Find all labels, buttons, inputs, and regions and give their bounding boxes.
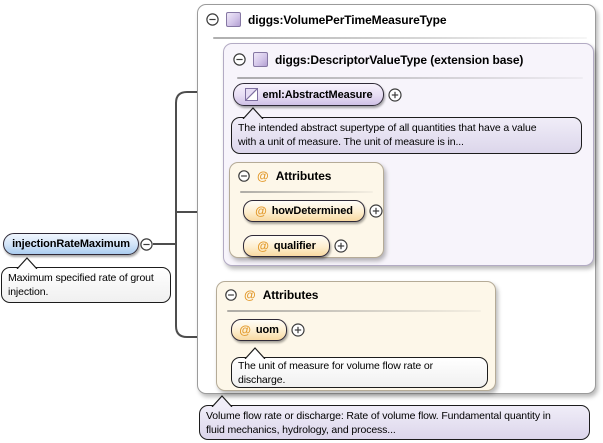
- abstract-measure-label: eml:AbstractMeasure: [262, 88, 373, 101]
- expand-icon[interactable]: [291, 323, 305, 337]
- description-line: The intended abstract supertype of all q…: [238, 122, 537, 134]
- attribute-label: uom: [255, 324, 279, 336]
- at-symbol: @: [244, 288, 256, 302]
- attributes-title: Attributes: [275, 169, 332, 183]
- abstract-measure-description: The intended abstract supertype of all q…: [231, 107, 582, 154]
- element-description: Maximum specified rate of grout injectio…: [1, 257, 171, 303]
- attributes-title: Attributes: [262, 288, 319, 302]
- abstract-measure-badge[interactable]: eml:AbstractMeasure: [233, 83, 384, 106]
- at-symbol: @: [255, 204, 267, 218]
- description-line: discharge.: [238, 374, 286, 386]
- collapse-icon[interactable]: [233, 53, 246, 66]
- attribute-label: howDetermined: [271, 205, 353, 217]
- extension-base-title: diggs:DescriptorValueType (extension bas…: [275, 52, 524, 67]
- attribute-badge-qualifier[interactable]: @ qualifier: [243, 235, 330, 257]
- callout-tail: [244, 347, 266, 359]
- callout-tail: [242, 107, 264, 119]
- footnote-line: fluid mechanics, hydrology, and process.…: [206, 424, 396, 436]
- description-line: with a unit of measure. The unit of meas…: [238, 136, 464, 148]
- attributes-panel-inherited: @ Attributes @ howDetermined @: [229, 162, 384, 258]
- type-panel-volume-per-time: diggs:VolumePerTimeMeasureType diggs:Des…: [197, 4, 596, 394]
- collapse-icon[interactable]: [140, 238, 153, 251]
- callout-tail: [16, 257, 38, 269]
- type-footnote: Volume flow rate or discharge: Rate of v…: [199, 395, 590, 440]
- uom-description: The unit of measure for volume flow rate…: [231, 347, 488, 388]
- element-icon: [244, 88, 258, 101]
- expand-icon[interactable]: [369, 204, 383, 218]
- extension-base-panel: diggs:DescriptorValueType (extension bas…: [223, 43, 594, 266]
- footnote-line: Volume flow rate or discharge: Rate of v…: [206, 410, 551, 422]
- description-line: The unit of measure for volume flow rate…: [238, 360, 434, 372]
- attributes-panel-own: @ Attributes @ uom The unit of measure f…: [216, 281, 496, 391]
- complex-type-icon: [226, 12, 241, 27]
- at-symbol: @: [257, 169, 269, 183]
- collapse-icon[interactable]: [206, 13, 219, 26]
- element-label: injectionRateMaximum: [12, 238, 130, 250]
- complex-type-icon: [253, 52, 268, 67]
- attribute-badge-uom[interactable]: @ uom: [231, 319, 287, 341]
- at-symbol: @: [239, 323, 251, 337]
- expand-icon[interactable]: [388, 87, 402, 102]
- attribute-badge-howDetermined[interactable]: @ howDetermined: [243, 200, 365, 222]
- attribute-label: qualifier: [273, 240, 316, 252]
- description-line: Maximum specified rate of grout: [8, 272, 154, 284]
- collapse-icon[interactable]: [238, 170, 250, 182]
- expand-icon[interactable]: [334, 239, 348, 253]
- element-badge-injectionRateMaximum[interactable]: injectionRateMaximum: [3, 233, 139, 255]
- collapse-icon[interactable]: [225, 289, 237, 301]
- callout-tail: [211, 395, 233, 407]
- description-line: injection.: [8, 286, 49, 298]
- type-title: diggs:VolumePerTimeMeasureType: [248, 12, 447, 27]
- at-symbol: @: [257, 239, 269, 253]
